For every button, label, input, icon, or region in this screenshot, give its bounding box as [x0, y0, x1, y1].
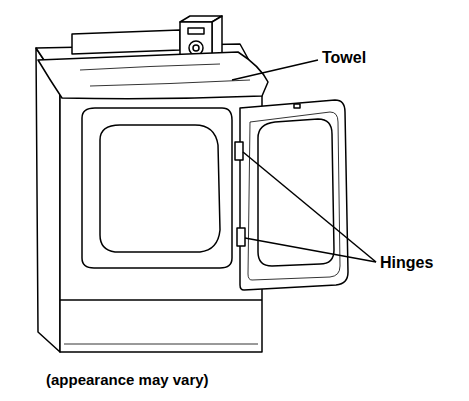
towel	[38, 52, 268, 99]
coin-knob-center	[193, 45, 199, 51]
towel-fold	[90, 80, 250, 86]
door-bevel	[248, 112, 340, 280]
hinge	[235, 142, 243, 160]
door-latch	[294, 104, 300, 108]
door-opening	[82, 108, 232, 268]
cabinet-side	[36, 48, 60, 352]
door-window	[258, 119, 334, 266]
leader-line	[232, 60, 318, 80]
coin-slot	[188, 28, 204, 34]
leader-line	[245, 238, 376, 262]
hinge	[237, 228, 245, 246]
towel-fold	[80, 64, 220, 70]
cabinet-front	[60, 84, 262, 352]
drum-opening	[100, 125, 220, 252]
kick-panel-line	[60, 299, 262, 301]
part-label: Hinges	[380, 254, 433, 272]
console-panel	[72, 30, 180, 54]
part-label: Towel	[322, 49, 366, 67]
leader-line	[243, 152, 376, 262]
kick-panel-line	[64, 344, 258, 345]
caption: (appearance may vary)	[46, 372, 209, 389]
